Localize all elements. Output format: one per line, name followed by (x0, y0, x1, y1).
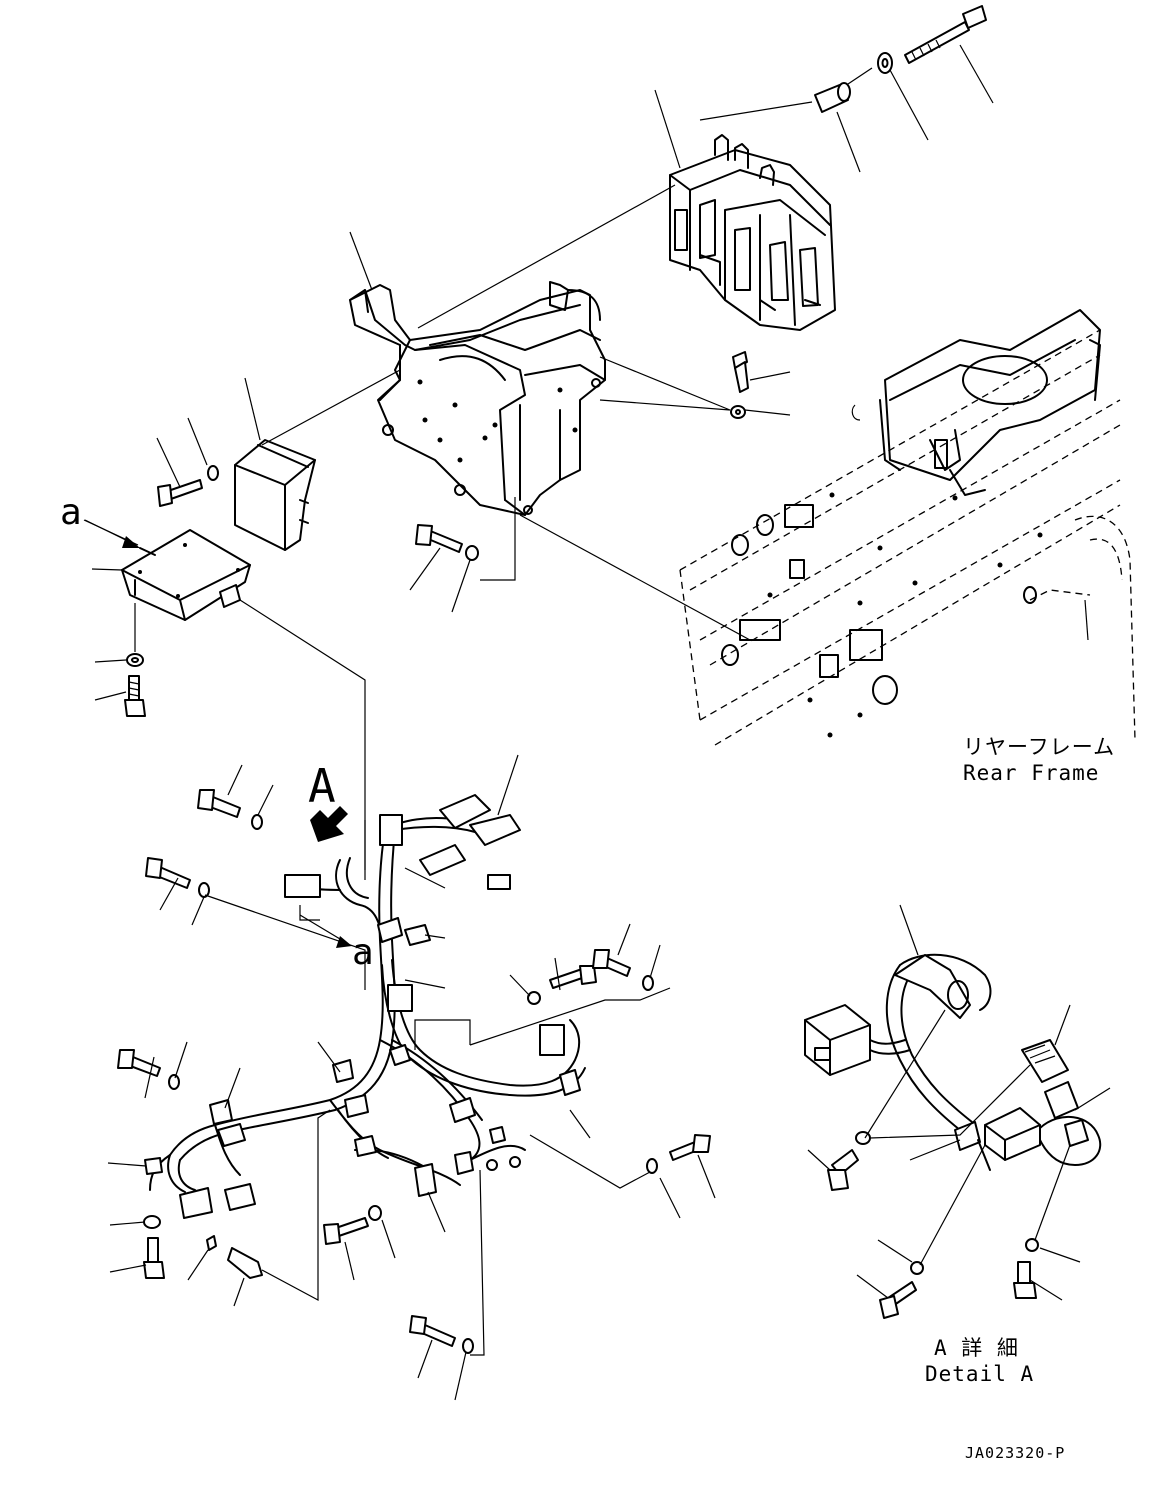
long-bolt (904, 5, 987, 64)
harness-fasteners (117, 789, 711, 1354)
box-bolt (157, 465, 219, 507)
relay-box-upper (234, 439, 316, 551)
mounting-bracket (349, 281, 606, 516)
view-ref-label-a-mid: a (352, 932, 374, 973)
harness-leaders (107, 754, 716, 1401)
controller-box (121, 529, 251, 621)
detail-a-label-jp: A 詳 細 (934, 1336, 1019, 1360)
detail-a-view (804, 904, 1111, 1319)
view-label-a: A (308, 759, 336, 813)
rear-frame-label-en: Rear Frame (963, 761, 1100, 785)
view-arrow-a (84, 519, 140, 548)
wiring-harness (144, 794, 586, 1219)
spacer-tube (814, 82, 851, 113)
rear-frame (679, 309, 1136, 746)
view-arrow (299, 806, 352, 948)
washer-top (877, 52, 893, 74)
detail-a-label-en: Detail A (925, 1362, 1035, 1386)
bracket-bolt-lower (415, 524, 479, 561)
bracket-bolt-right (730, 351, 749, 419)
leader-lines (83, 44, 994, 880)
drawing-code: JA023320-P (965, 1444, 1066, 1462)
controller-unit (669, 134, 836, 331)
view-ref-label-a-top: a (60, 492, 82, 533)
rear-frame-label-jp: リヤーフレーム (963, 735, 1116, 759)
controller-bolt (124, 653, 146, 717)
